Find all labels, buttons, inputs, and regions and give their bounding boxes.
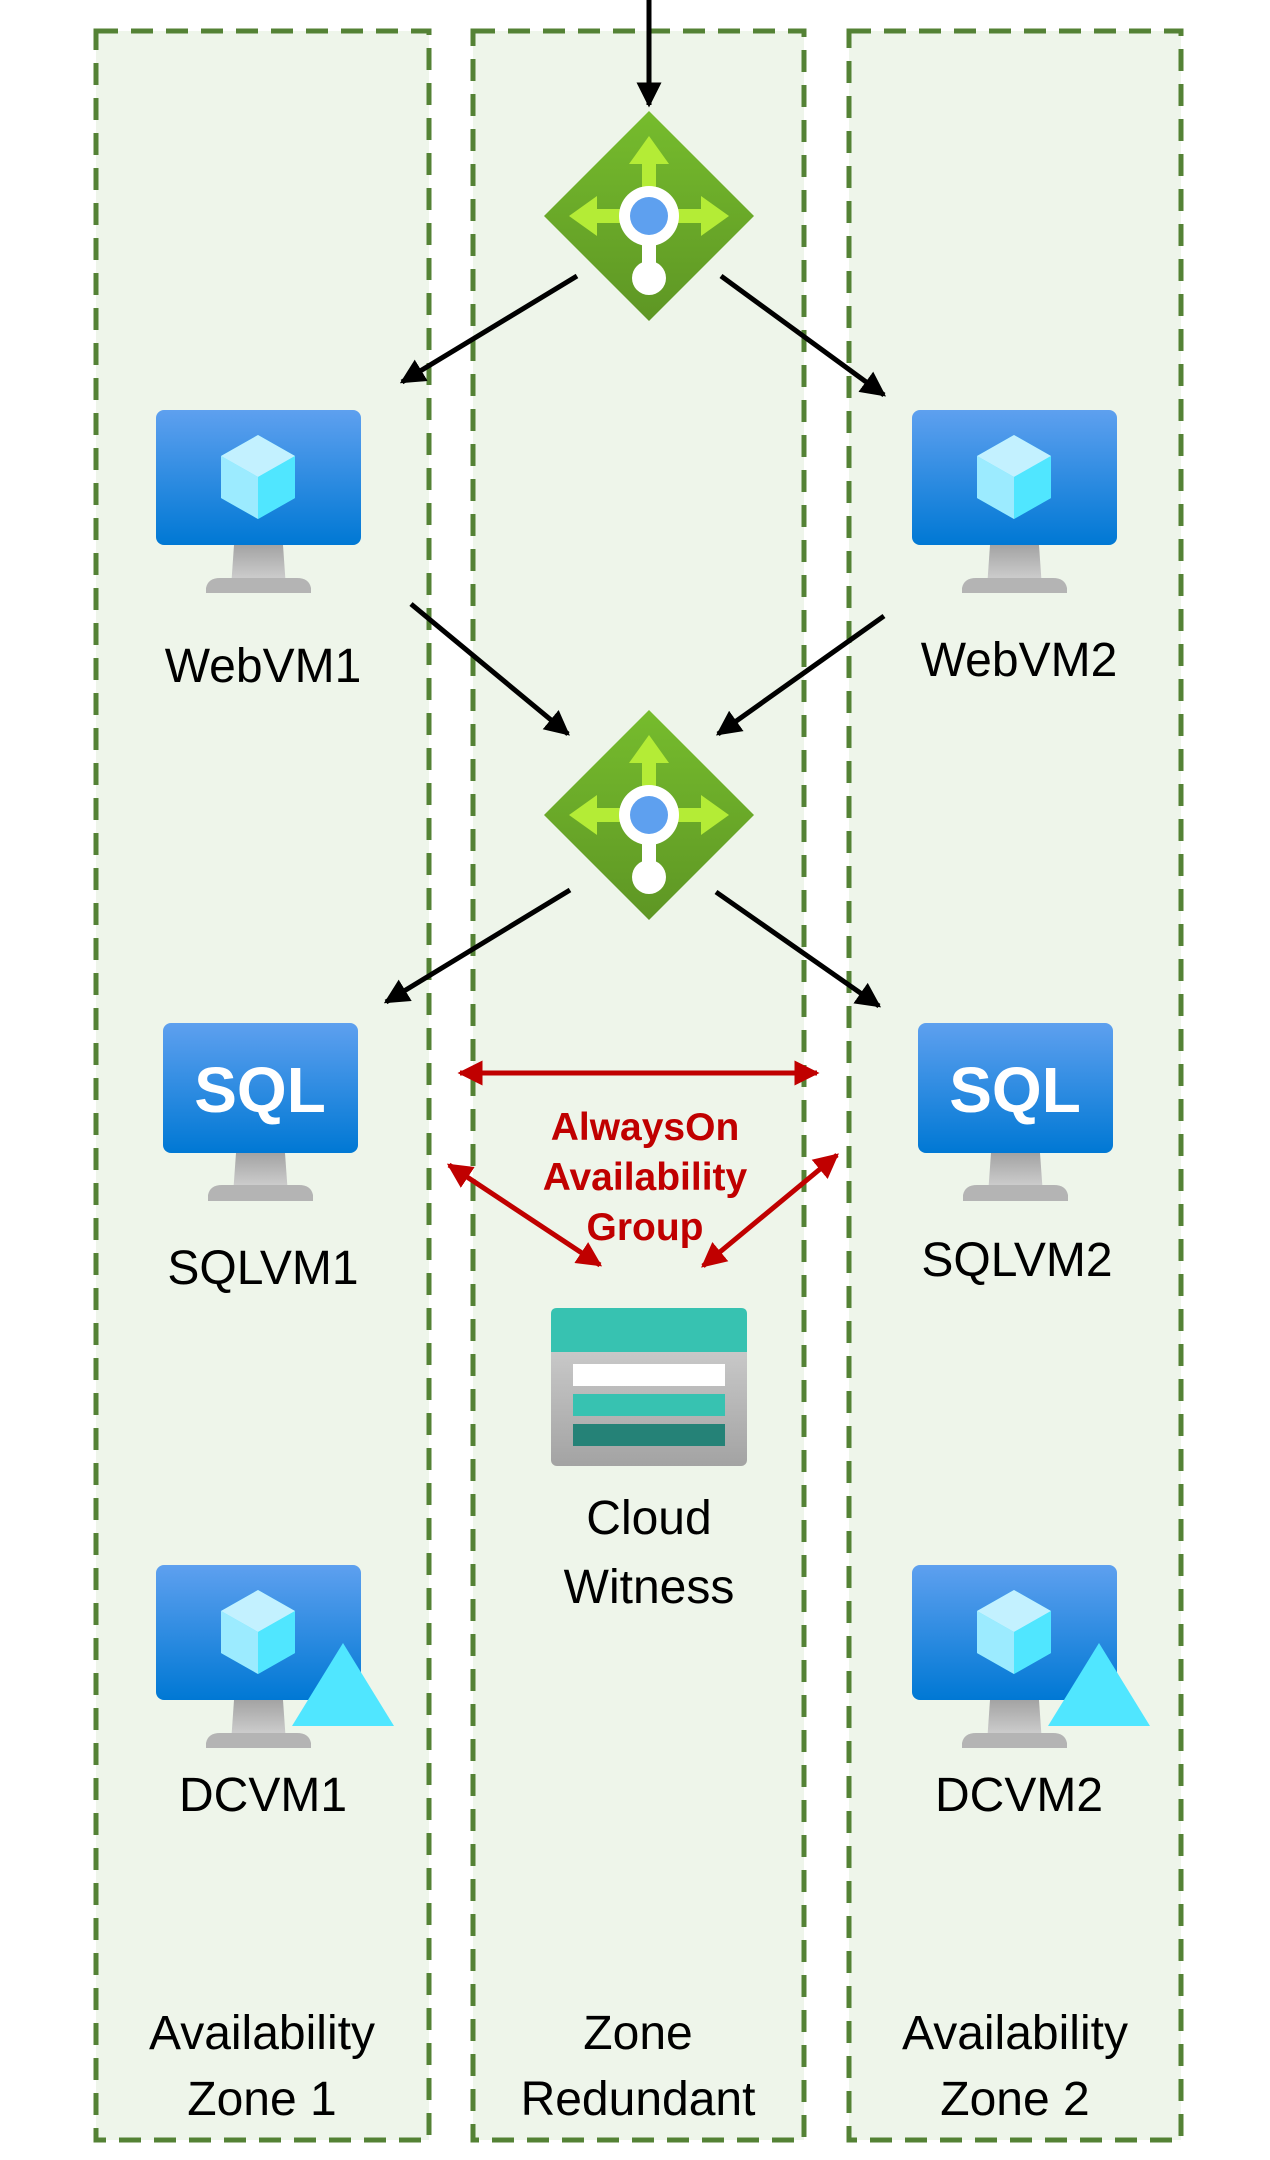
dcvm2-label: DCVM2 <box>935 1769 1103 1822</box>
ag-arrow-sqlvm1-witness <box>446 1162 603 1268</box>
alwayson-line3: Group <box>587 1206 704 1249</box>
alwayson-line1: AlwaysOn <box>551 1106 740 1149</box>
sqlvm1-label: SQLVM1 <box>167 1242 358 1295</box>
webvm2-label: WebVM2 <box>921 634 1118 687</box>
arrow-lb-mid-to-sqlvm1 <box>383 887 572 1005</box>
arrow-webvm1-to-lb-mid <box>409 602 570 736</box>
alwayson-line2: Availability <box>543 1156 748 1199</box>
sql-vm-icon: SQL <box>918 1023 1113 1201</box>
alwayson-arrows <box>446 1060 839 1268</box>
domain-controller-vm-icon <box>912 1565 1150 1748</box>
zone-2-label-line1: Availability <box>902 2007 1128 2060</box>
cloud-witness-label-line1: Cloud <box>586 1492 711 1545</box>
arrow-lb-top-to-webvm2 <box>719 273 887 398</box>
sqlvm2-label: SQLVM2 <box>921 1234 1112 1287</box>
sql-screen-text: SQL <box>949 1054 1081 1126</box>
zone-redundant-label-line2: Redundant <box>521 2073 756 2126</box>
zone-redundant: Zone Redundant <box>470 28 807 2143</box>
cloud-witness-label-line2: Witness <box>564 1561 735 1614</box>
sql-screen-text: SQL <box>194 1054 326 1126</box>
node-dcvm2: DCVM2 <box>912 1565 1150 1822</box>
arrow-webvm2-to-lb-mid <box>715 613 886 737</box>
node-sqlvm2: SQL SQLVM2 <box>918 1023 1113 1287</box>
arrow-lb-mid-to-sqlvm2 <box>714 889 882 1009</box>
node-sqlvm1: SQL SQLVM1 <box>163 1023 359 1295</box>
node-dcvm1: DCVM1 <box>156 1565 394 1822</box>
zone-1-label-line1: Availability <box>149 2007 375 2060</box>
storage-account-icon <box>551 1308 747 1466</box>
dcvm1-label: DCVM1 <box>179 1769 347 1822</box>
node-webvm1: WebVM1 <box>156 410 361 693</box>
domain-controller-vm-icon <box>156 1565 394 1748</box>
alwayson-label: AlwaysOn Availability Group <box>543 1106 748 1249</box>
node-cloud-witness: Cloud Witness <box>551 1308 747 1614</box>
webvm1-label: WebVM1 <box>165 640 362 693</box>
node-webvm2: WebVM2 <box>912 410 1117 687</box>
traffic-arrows <box>383 0 887 1009</box>
zone-2-label-line2: Zone 2 <box>940 2073 1089 2126</box>
arrow-lb-top-to-webvm1 <box>399 273 579 385</box>
sql-vm-icon: SQL <box>163 1023 358 1201</box>
zone-1-label-line2: Zone 1 <box>187 2073 336 2126</box>
zone-redundant-label-line1: Zone <box>583 2007 692 2060</box>
ag-arrow-sqlvm2-witness <box>701 1153 839 1268</box>
